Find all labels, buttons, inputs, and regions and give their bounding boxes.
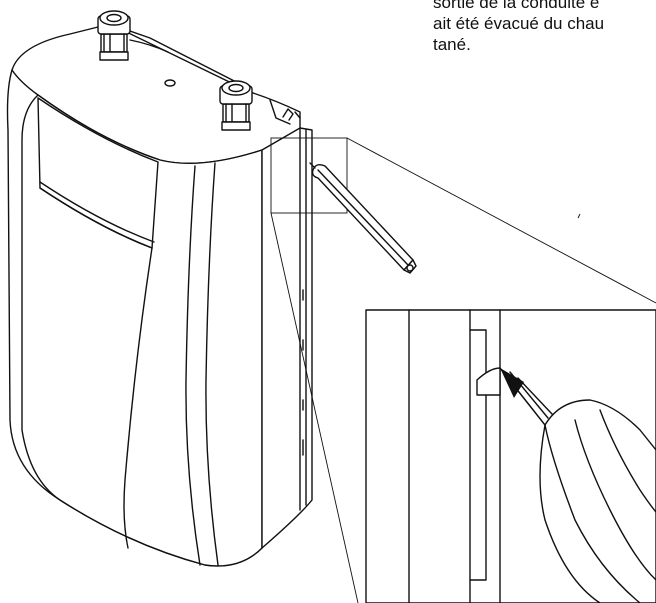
instruction-line-3: tané.: [433, 35, 471, 54]
instruction-line-2: ait été évacué du chau: [433, 14, 605, 33]
instruction-text: sortie de la conduite e ait été évacué d…: [433, 0, 656, 55]
water-heater: [6, 23, 313, 567]
zoom-source-box: [270, 137, 656, 603]
right-pipe-fitting: [219, 80, 253, 131]
zoomed-detail: [365, 309, 656, 603]
left-pipe-fitting: [97, 10, 131, 61]
instruction-line-1: sortie de la conduite e: [433, 0, 600, 12]
pencil-small: [309, 162, 417, 274]
